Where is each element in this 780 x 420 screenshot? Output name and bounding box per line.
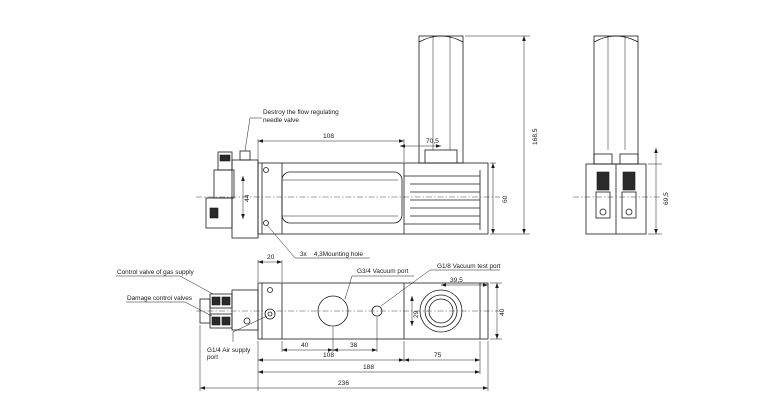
dim-40-bottom: 40 — [301, 342, 309, 349]
silencer-cylinder — [418, 35, 464, 164]
dim-40-right: 40 — [499, 308, 506, 316]
dim-236: 236 — [338, 380, 349, 387]
dim-188: 188 — [363, 364, 374, 371]
side-view: 69,5 — [573, 35, 670, 235]
dim-108-top: 108 — [323, 133, 334, 140]
damage-valves-label: Damage control valves — [127, 295, 192, 302]
air-port-label-2: port — [207, 354, 218, 361]
mounting-hole-label: 3x 4,3Mounting hole — [300, 251, 363, 258]
needle-valve-label-1: Destroy the flow regulating — [263, 109, 339, 116]
vacuum-test-port — [371, 305, 383, 317]
front-view: 108 70,5 168,5 60 44 Destroy the flow re… — [196, 35, 539, 259]
dim-69-5: 69,5 — [663, 192, 670, 205]
dim-108-bottom: 108 — [323, 352, 334, 359]
dim-44: 44 — [244, 194, 251, 202]
gas-supply-label: Control valve of gas supply — [117, 269, 195, 276]
needle-valve-label-2: needle valve — [263, 117, 299, 124]
g18-port-label: G1/8 Vacuum test port — [437, 263, 501, 270]
vacuum-port-g34 — [317, 295, 349, 327]
dim-70-5: 70,5 — [426, 138, 439, 145]
dim-39-5: 39,5 — [450, 277, 463, 284]
dim-75: 75 — [434, 352, 442, 359]
dim-20: 20 — [267, 254, 275, 261]
left-valve-block — [205, 150, 269, 239]
top-view: Control valve of gas supply Damage contr… — [116, 254, 506, 391]
dim-29: 29 — [413, 310, 420, 318]
air-port-label-1: G1/4 Air supply — [207, 347, 251, 354]
dim-168-5: 168,5 — [532, 128, 539, 145]
bottom-valve-block — [199, 289, 259, 331]
g34-port-label: G3/4 Vacuum port — [357, 268, 409, 275]
cooling-fins — [404, 175, 480, 225]
dim-38: 38 — [350, 342, 358, 349]
dim-60: 60 — [502, 195, 509, 203]
